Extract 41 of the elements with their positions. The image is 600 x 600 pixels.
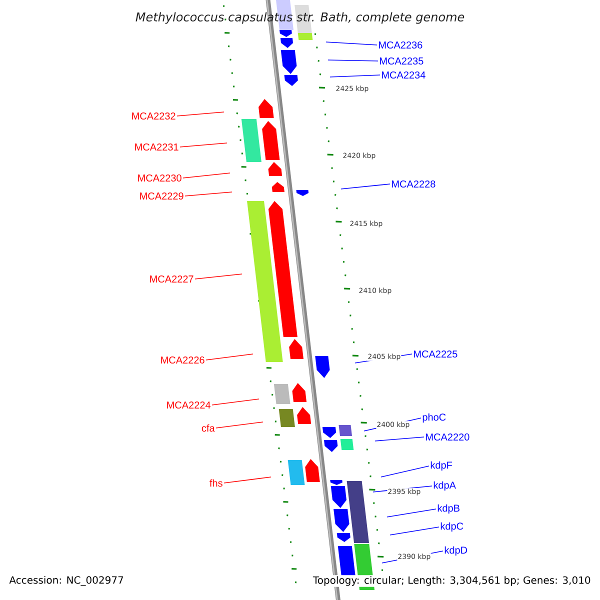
- leader-line: [328, 60, 378, 62]
- gene-label: phoC: [422, 413, 446, 423]
- leader-line: [206, 354, 254, 360]
- gene-label: kdpD: [444, 546, 468, 556]
- accession-text: Accession: NC_002977: [9, 576, 124, 586]
- leader-line: [182, 172, 230, 178]
- gene-label: MCA2236: [379, 41, 422, 49]
- gene-label: MCA2229: [140, 192, 184, 200]
- gene-label: MCA2224: [167, 401, 210, 409]
- leader-line: [390, 526, 440, 536]
- gene-label: MCA2234: [382, 71, 426, 79]
- gene-label: kdpC: [440, 522, 464, 532]
- gene-label: MCA2230: [138, 174, 182, 182]
- gene-label: kdpA: [434, 481, 456, 491]
- gene-label: MCA2226: [161, 356, 204, 364]
- gene-label: MCA2227: [150, 275, 194, 283]
- leader-line: [340, 184, 390, 190]
- leader-line: [184, 192, 232, 196]
- gene-label: MCA2225: [414, 350, 458, 358]
- leader-line: [216, 422, 264, 428]
- gene-label: MCA2228: [392, 180, 436, 188]
- leader-line: [224, 476, 272, 484]
- leader-line: [180, 142, 228, 148]
- genome-info-text: Topology: circular; Length: 3,304,561 bp; Genes: 3,010: [312, 575, 592, 587]
- leader-line: [374, 436, 424, 442]
- leader-line: [380, 466, 430, 478]
- leader-line: [326, 42, 378, 46]
- leader-line: [194, 274, 242, 280]
- leader-line: [386, 508, 436, 518]
- title: Methylococcus capsulatus str. Bath, complete genome: [136, 12, 464, 24]
- gene-label: kdpB: [438, 504, 460, 514]
- gene-label: kdpF: [430, 461, 452, 471]
- gene-label: MCA2235: [380, 57, 424, 65]
- gene-label: MCA2231: [135, 143, 178, 151]
- gene-label: fhs: [210, 479, 222, 487]
- leader-line: [212, 398, 260, 406]
- leader-line: [330, 74, 380, 78]
- gene-label: MCA2220: [426, 433, 470, 441]
- gene-label: cfa: [202, 424, 215, 432]
- leader-line: [176, 112, 224, 116]
- gene-label: MCA2232: [132, 112, 176, 120]
